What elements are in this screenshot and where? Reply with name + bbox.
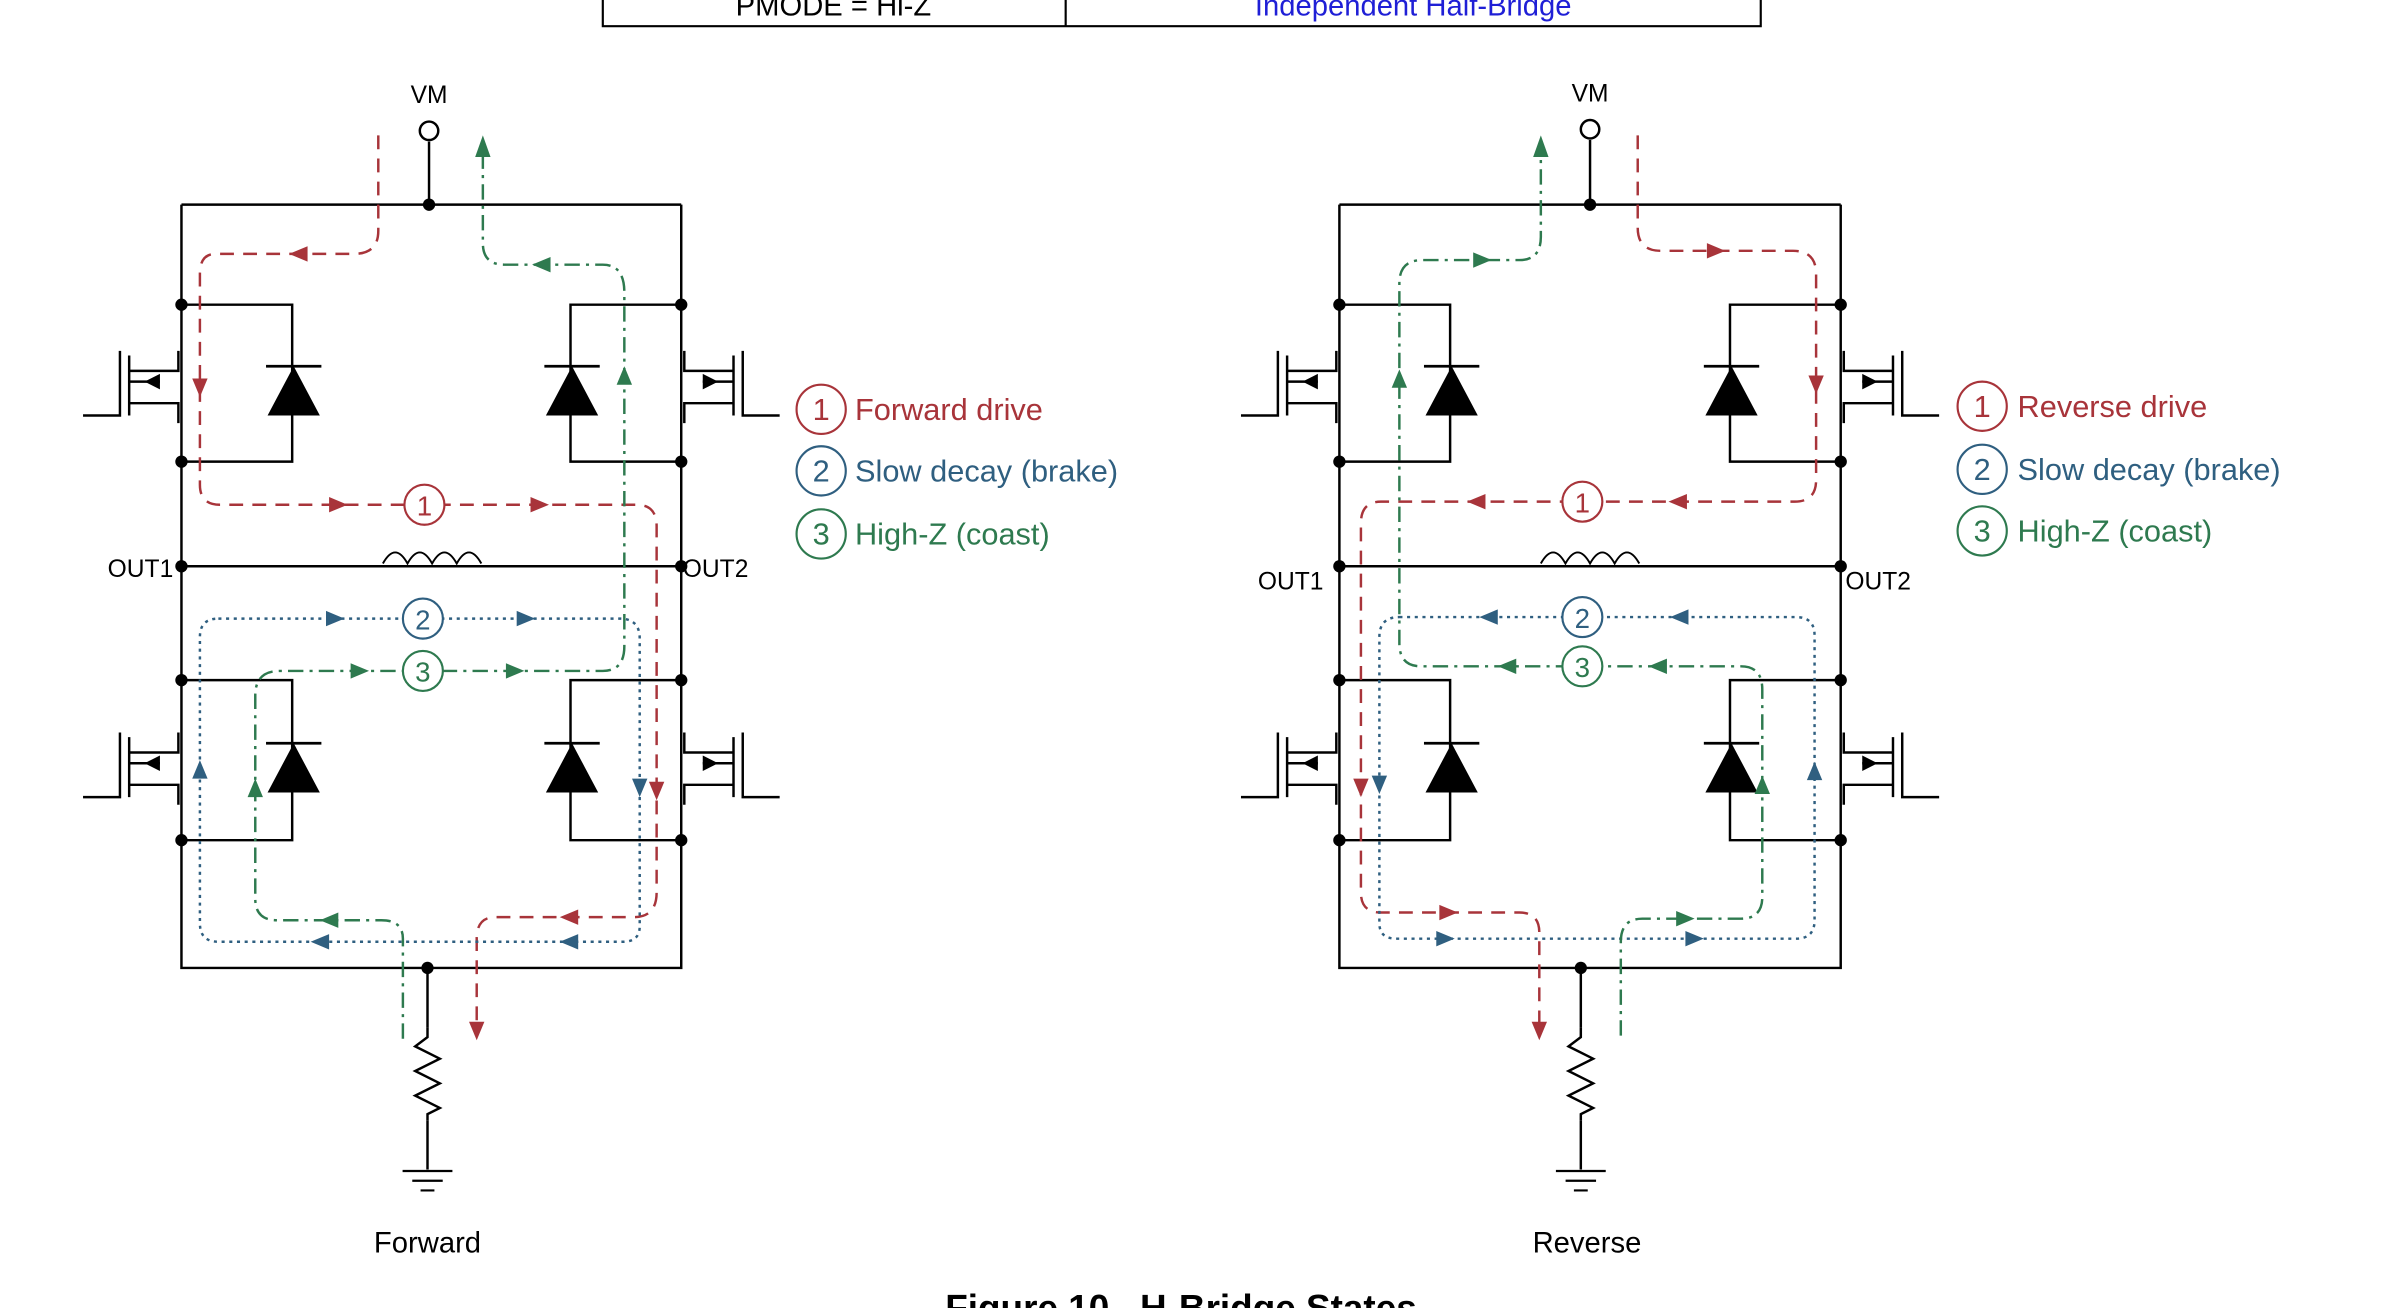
reverse-high-side-left-mosfet bbox=[1239, 349, 1338, 425]
forward-diode-ls-right bbox=[542, 741, 602, 794]
reverse-drive-path bbox=[1359, 135, 1818, 1028]
svg-text:Slow decay (brake): Slow decay (brake) bbox=[855, 454, 1118, 489]
reverse-diode-hs-right bbox=[1702, 364, 1761, 417]
reverse-vm-terminal bbox=[1579, 118, 1601, 140]
reverse-sense-resistor bbox=[1567, 1026, 1595, 1122]
forward-out2-label: OUT2 bbox=[683, 556, 749, 583]
svg-text:Forward drive: Forward drive bbox=[855, 392, 1043, 427]
forward-sense-resistor bbox=[413, 1026, 442, 1122]
forward-high-side-right-mosfet bbox=[683, 349, 781, 425]
reverse-coast-arrows bbox=[1391, 135, 1770, 927]
svg-text:1: 1 bbox=[417, 490, 432, 521]
table-fragment: PMODE = Hi-Z Independent Half-Bridge bbox=[601, 0, 1762, 28]
reverse-legend-item-2: 2 Slow decay (brake) bbox=[1956, 443, 2281, 496]
forward-junctions bbox=[175, 198, 688, 975]
reverse-low-side-left-mosfet bbox=[1239, 731, 1338, 807]
reverse-out2-label: OUT2 bbox=[1845, 568, 1911, 595]
forward-diode-hs-left bbox=[264, 364, 323, 417]
forward-marker-3: 3 bbox=[401, 649, 444, 693]
svg-text:3: 3 bbox=[813, 517, 830, 552]
forward-diode-ls-left bbox=[264, 741, 323, 794]
svg-text:2: 2 bbox=[415, 604, 430, 635]
forward-out1-label: OUT1 bbox=[108, 556, 174, 583]
reverse-inductor-load bbox=[1539, 551, 1641, 565]
forward-vm-terminal bbox=[418, 120, 440, 142]
forward-brake-path bbox=[198, 617, 641, 943]
forward-diode-hs-right bbox=[542, 364, 602, 417]
svg-text:3: 3 bbox=[415, 657, 430, 688]
svg-text:1: 1 bbox=[1974, 389, 1991, 424]
table-cell-mode-link[interactable]: Independent Half-Bridge bbox=[1255, 0, 1572, 22]
reverse-brake-arrows bbox=[1371, 609, 1823, 947]
reverse-vm-label: VM bbox=[1572, 81, 1609, 108]
reverse-out1-label: OUT1 bbox=[1258, 568, 1324, 595]
svg-text:Slow decay (brake): Slow decay (brake) bbox=[2018, 452, 2281, 487]
reverse-high-side-right-mosfet bbox=[1842, 349, 1941, 425]
forward-brake-arrows bbox=[192, 610, 648, 950]
forward-inductor-load bbox=[381, 551, 483, 565]
forward-drive-arrows bbox=[192, 246, 665, 1041]
reverse-legend-item-1: 1 Reverse drive bbox=[1956, 380, 2208, 432]
svg-text:3: 3 bbox=[1974, 514, 1991, 549]
svg-text:1: 1 bbox=[813, 392, 830, 427]
table-cell-pmode: PMODE = Hi-Z bbox=[736, 0, 932, 22]
svg-text:2: 2 bbox=[1974, 452, 1991, 487]
reverse-ground-symbol bbox=[1554, 1169, 1607, 1192]
forward-drive-path bbox=[198, 135, 658, 1028]
forward-vm-label: VM bbox=[411, 82, 448, 109]
forward-low-side-right-mosfet bbox=[683, 731, 781, 807]
reverse-low-side-right-mosfet bbox=[1842, 731, 1941, 807]
forward-legend-item-1: 1 Forward drive bbox=[795, 383, 1043, 436]
reverse-diode-ls-right bbox=[1702, 741, 1761, 794]
svg-text:3: 3 bbox=[1575, 652, 1590, 683]
svg-text:High-Z (coast): High-Z (coast) bbox=[2018, 514, 2213, 549]
svg-text:1: 1 bbox=[1575, 487, 1590, 518]
svg-text:2: 2 bbox=[813, 454, 830, 489]
svg-text:High-Z (coast): High-Z (coast) bbox=[855, 517, 1050, 552]
forward-bridge: VM OUT1 OUT2 bbox=[81, 82, 1118, 1260]
reverse-brake-path bbox=[1378, 615, 1816, 940]
forward-marker-1: 1 bbox=[403, 483, 446, 526]
forward-marker-2: 2 bbox=[401, 597, 444, 640]
reverse-diode-hs-left bbox=[1422, 364, 1481, 417]
reverse-diode-ls-left bbox=[1422, 741, 1481, 794]
reverse-legend-item-3: 3 High-Z (coast) bbox=[1956, 505, 2213, 557]
forward-low-side-left-mosfet bbox=[81, 731, 180, 807]
reverse-legend: 1 Reverse drive 2 Slow decay (brake) 3 H… bbox=[1956, 380, 2281, 557]
reverse-marker-3: 3 bbox=[1561, 645, 1604, 688]
forward-high-side-left-mosfet bbox=[81, 349, 180, 425]
reverse-bridge: VM OUT1 OUT2 bbox=[1239, 81, 2281, 1260]
reverse-drive-arrows bbox=[1353, 243, 1824, 1041]
forward-coast-path bbox=[254, 146, 626, 1039]
forward-ground-symbol bbox=[401, 1169, 454, 1192]
forward-caption: Forward bbox=[374, 1228, 481, 1260]
reverse-marker-2: 2 bbox=[1561, 595, 1604, 639]
forward-legend-item-2: 2 Slow decay (brake) bbox=[795, 445, 1118, 497]
figure-title: Figure 10. H-Bridge States bbox=[945, 1287, 1417, 1308]
reverse-coast-path bbox=[1398, 147, 1764, 1036]
svg-text:2: 2 bbox=[1575, 603, 1590, 634]
svg-text:Reverse drive: Reverse drive bbox=[2018, 389, 2208, 424]
forward-legend: 1 Forward drive 2 Slow decay (brake) 3 H… bbox=[795, 383, 1118, 560]
reverse-marker-1: 1 bbox=[1561, 480, 1604, 523]
reverse-junctions bbox=[1333, 198, 1847, 975]
forward-legend-item-3: 3 High-Z (coast) bbox=[795, 508, 1050, 560]
reverse-caption: Reverse bbox=[1533, 1228, 1642, 1260]
forward-coast-arrows bbox=[247, 135, 633, 928]
